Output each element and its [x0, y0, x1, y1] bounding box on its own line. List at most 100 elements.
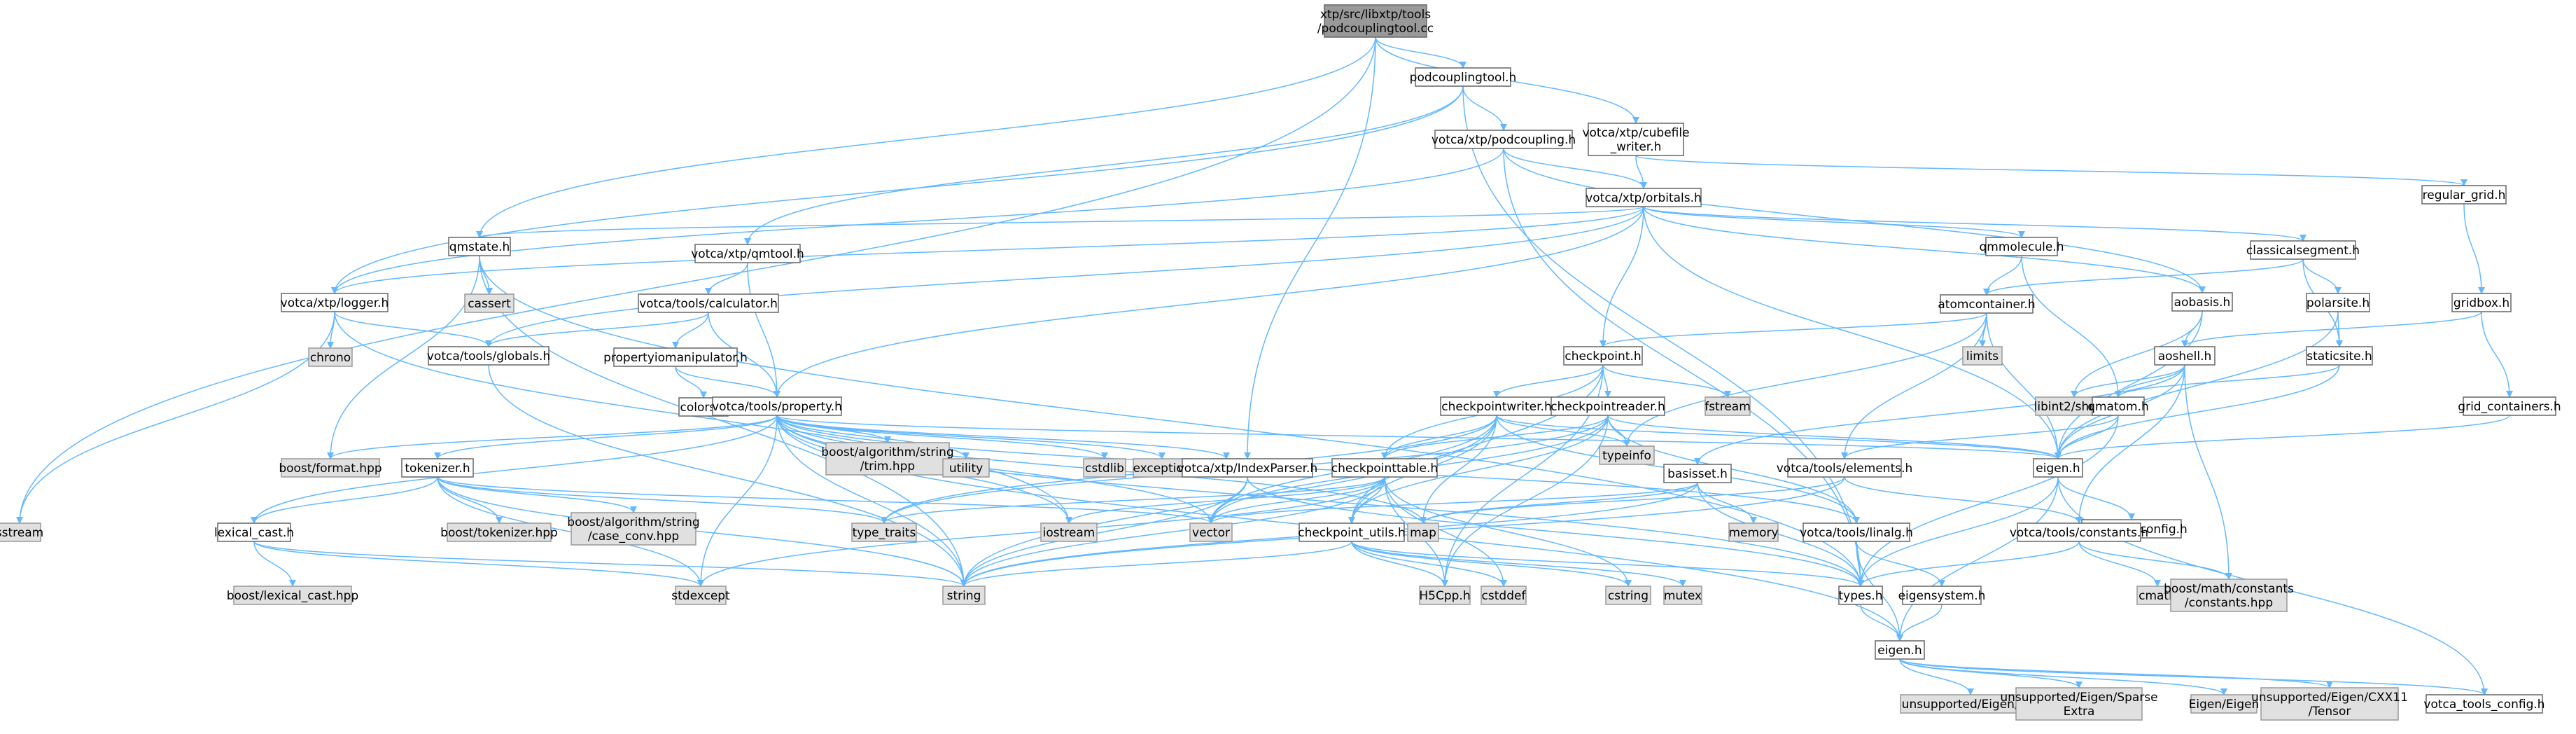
node-orbitals[interactable]: votca/xtp/orbitals.h: [1586, 188, 1702, 207]
node-qmtool[interactable]: votca/xtp/qmtool.h: [691, 244, 804, 263]
edge-orbitals-to-globals: [485, 206, 1644, 347]
edge-qmtool-to-calc: [705, 262, 748, 295]
node-staticsite[interactable]: staticsite.h: [2306, 346, 2373, 366]
edge-cptable-to-cstring: [1384, 476, 1632, 587]
node-property[interactable]: votca/tools/property.h: [712, 396, 842, 416]
node-label: votca/tools/linalg.h: [1800, 526, 1913, 540]
node-globals[interactable]: votca/tools/globals.h: [427, 346, 550, 366]
node-cpwriter[interactable]: checkpointwriter.h: [1440, 396, 1553, 416]
node-label: checkpointreader.h: [1550, 400, 1665, 414]
node-cube[interactable]: votca/xtp/cubefile_writer.h: [1582, 123, 1690, 156]
node-box: [1419, 586, 1471, 605]
node-label: grid_containers.h: [2458, 400, 2561, 414]
node-gridbox[interactable]: gridbox.h: [2451, 293, 2512, 312]
edge-property-to-tokenizer: [434, 415, 778, 459]
node-tensor: unsupported/Eigen/CXX11/Tensor: [2251, 687, 2408, 721]
node-limits: limits: [1962, 346, 2003, 366]
node-aobasis[interactable]: aobasis.h: [2171, 292, 2233, 312]
node-idxparser[interactable]: votca/xtp/IndexParser.h: [1177, 458, 1317, 478]
node-box: [2033, 458, 2083, 478]
node-atomcont[interactable]: atomcontainer.h: [1938, 294, 2036, 314]
edge-property-to-eigen: [776, 415, 2062, 459]
node-cstdlib: cstdlib: [1083, 458, 1126, 478]
node-polarsite[interactable]: polarsite.h: [2306, 293, 2370, 312]
node-cputils[interactable]: checkpoint_utils.h: [1298, 522, 1406, 542]
node-calc[interactable]: votca/tools/calculator.h: [638, 293, 779, 313]
node-label: votca/xtp/cubefile: [1582, 126, 1689, 140]
edge-property-to-lexical: [251, 415, 778, 524]
node-sstream: sstream: [0, 522, 43, 542]
node-basisset[interactable]: basisset.h: [1663, 464, 1732, 483]
node-box: [2451, 293, 2512, 312]
node-linalg[interactable]: votca/tools/linalg.h: [1800, 522, 1913, 542]
edge-property-to-boostformat: [327, 415, 778, 459]
node-box: [281, 458, 380, 478]
node-box: [1728, 522, 1779, 542]
node-logger[interactable]: votca/xtp/logger.h: [281, 293, 389, 312]
node-box: [1550, 396, 1665, 416]
edge-podtool-to-logger: [331, 85, 1464, 294]
edge-globals-to-string: [488, 364, 967, 587]
edge-atomcont-to-checkpoint: [1600, 312, 1987, 347]
edge-checkpoint-to-cputils: [1348, 364, 1604, 524]
node-label: votca/tools/constants.h: [2010, 526, 2148, 540]
node-qmatom[interactable]: qmatom.h: [2087, 396, 2149, 416]
node-box: [1838, 586, 1883, 605]
node-box: [1040, 522, 1098, 542]
edge-polarsite-to-eigen: [2054, 311, 2339, 459]
edge-qmtool-to-property: [747, 262, 780, 398]
edge-cube-to-orbitals: [1635, 155, 1647, 189]
edge-eigen2-to-eigeneigen: [1899, 658, 2227, 695]
edge-qmstate-to-boostformat: [327, 255, 480, 459]
node-regular[interactable]: regular_grid.h: [2421, 185, 2507, 205]
edge-logger-to-iostream: [334, 311, 1072, 524]
node-label: fstream: [1704, 400, 1751, 414]
node-gridcont[interactable]: grid_containers.h: [2458, 396, 2561, 416]
node-box: [2190, 694, 2258, 714]
node-tokenizer[interactable]: tokenizer.h: [401, 458, 474, 478]
node-eigen[interactable]: eigen.h: [2033, 458, 2083, 478]
node-label: lexical_cast.h: [214, 526, 294, 540]
edge-aobasis-to-aoshell: [2181, 310, 2203, 347]
node-constants[interactable]: votca/tools/constants.h: [2010, 522, 2148, 542]
node-propmanip[interactable]: propertyiomanipulator.h: [603, 347, 748, 367]
node-boosttok: boost/tokenizer.hpp: [440, 522, 558, 542]
node-root[interactable]: xtp/src/libxtp/tools/podcouplingtool.cc: [1317, 4, 1434, 38]
node-boostmath: boost/math/constants/constants.hpp: [2164, 579, 2294, 612]
edge-cpwriter-to-string: [960, 415, 1497, 587]
node-podtool[interactable]: podcouplingtool.h: [1410, 67, 1517, 87]
node-eigen2[interactable]: eigen.h: [1875, 640, 1925, 660]
node-toolsconfig[interactable]: votca_tools_config.h: [2423, 694, 2545, 714]
edge-cpreader-to-linalg: [1607, 415, 1860, 524]
node-cpreader[interactable]: checkpointreader.h: [1550, 396, 1665, 416]
edge-cputils-to-mutex: [1351, 541, 1686, 587]
node-lexical[interactable]: lexical_cast.h: [214, 522, 294, 542]
node-vector: vector: [1189, 522, 1233, 542]
node-box: [1588, 123, 1684, 156]
node-box: [1902, 586, 1982, 605]
node-cptable[interactable]: checkpointtable.h: [1331, 458, 1438, 478]
node-qmmol[interactable]: qmmolecule.h: [1980, 237, 2064, 256]
node-label: /Tensor: [2309, 705, 2351, 719]
edge-basisset-to-memory: [1697, 482, 1757, 524]
edge-checkpoint-to-cpwriter: [1493, 364, 1604, 398]
node-podcoup[interactable]: votca/xtp/podcoupling.h: [1432, 130, 1576, 149]
edge-basisset-to-typesh: [1697, 482, 1864, 587]
node-typesh[interactable]: types.h: [1838, 586, 1883, 605]
node-box: [712, 396, 842, 416]
node-label: votca/tools/calculator.h: [639, 297, 778, 311]
node-classseg[interactable]: classicalsegment.h: [2246, 240, 2360, 260]
edge-tokenizer-to-typetraits: [437, 476, 888, 524]
node-qmstate[interactable]: qmstate.h: [448, 237, 511, 256]
edge-tokenizer-to-caseconv: [437, 476, 637, 513]
node-label: /podcouplingtool.cc: [1317, 22, 1434, 36]
node-eigensys[interactable]: eigensystem.h: [1898, 586, 1986, 605]
node-checkpoint[interactable]: checkpoint.h: [1563, 346, 1643, 366]
node-label: map: [1410, 526, 1436, 540]
node-box: [448, 237, 511, 256]
node-box: [1599, 445, 1655, 465]
node-box: [1083, 458, 1126, 478]
node-typeinfo: typeinfo: [1599, 445, 1655, 465]
node-elements[interactable]: votca/tools/elements.h: [1777, 458, 1913, 478]
node-aoshell[interactable]: aoshell.h: [2154, 346, 2216, 366]
